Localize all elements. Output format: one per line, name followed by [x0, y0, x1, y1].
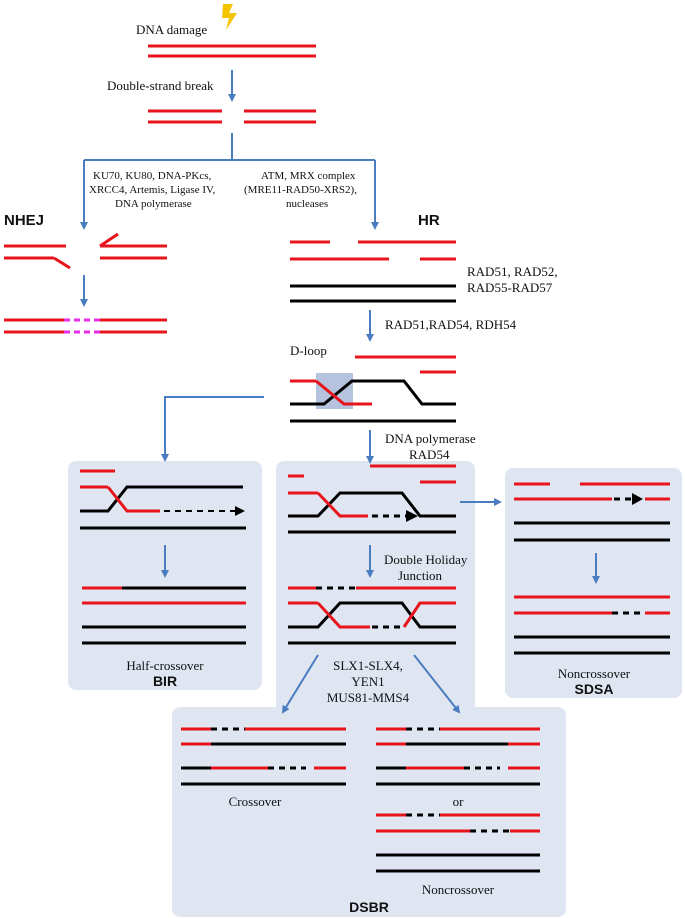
dsbr-title: DSBR: [349, 899, 389, 915]
rad-factor-1: RAD51, RAD52,: [467, 264, 558, 279]
sdsa-title: SDSA: [575, 681, 614, 697]
label-double-strand-break: Double-strand break: [107, 78, 214, 93]
rad-factor-2: RAD55-RAD57: [467, 280, 553, 295]
polymerase-2: RAD54: [409, 447, 450, 462]
central-panel: [276, 461, 475, 721]
hr-factor-1: ATM, MRX complex: [261, 170, 356, 182]
arrow-noncrossover: [413, 654, 461, 714]
dhj-1: Double Holiday: [384, 552, 468, 567]
resolvase-3: MUS81-MMS4: [327, 690, 410, 705]
label-dna-damage: DNA damage: [136, 22, 207, 37]
dsbr-panel: [172, 707, 566, 917]
label-d-loop: D-loop: [290, 343, 327, 358]
arrow-bir: [161, 396, 264, 462]
resolvase-2: YEN1: [351, 674, 384, 689]
polymerase-1: DNA polymerase: [385, 431, 476, 446]
label-strand-invasion: RAD51,RAD54, RDH54: [385, 317, 517, 332]
label-noncrossover-sdsa: Noncrossover: [558, 666, 631, 681]
nhej-factor-3: DNA polymerase: [115, 198, 192, 210]
arrow-crossover: [281, 654, 319, 714]
label-crossover: Crossover: [229, 794, 282, 809]
sdsa-panel: [505, 468, 682, 698]
nhej-title: NHEJ: [4, 212, 44, 229]
lightning-icon: [222, 4, 237, 30]
hr-title: HR: [418, 212, 440, 229]
resolvase-1: SLX1-SLX4,: [333, 658, 403, 673]
hr-factor-3: nucleases: [286, 198, 328, 210]
dhj-2: Junction: [398, 568, 443, 583]
nhej-factor-2: XRCC4, Artemis, Ligase IV,: [89, 184, 216, 196]
label-noncrossover-dsbr: Noncrossover: [422, 882, 495, 897]
label-half-crossover: Half-crossover: [126, 658, 204, 673]
bir-title: BIR: [153, 673, 177, 689]
label-or: or: [453, 794, 465, 809]
hr-factor-2: (MRE11-RAD50-XRS2),: [244, 184, 357, 196]
nhej-factor-1: KU70, KU80, DNA-PKcs,: [93, 170, 211, 182]
